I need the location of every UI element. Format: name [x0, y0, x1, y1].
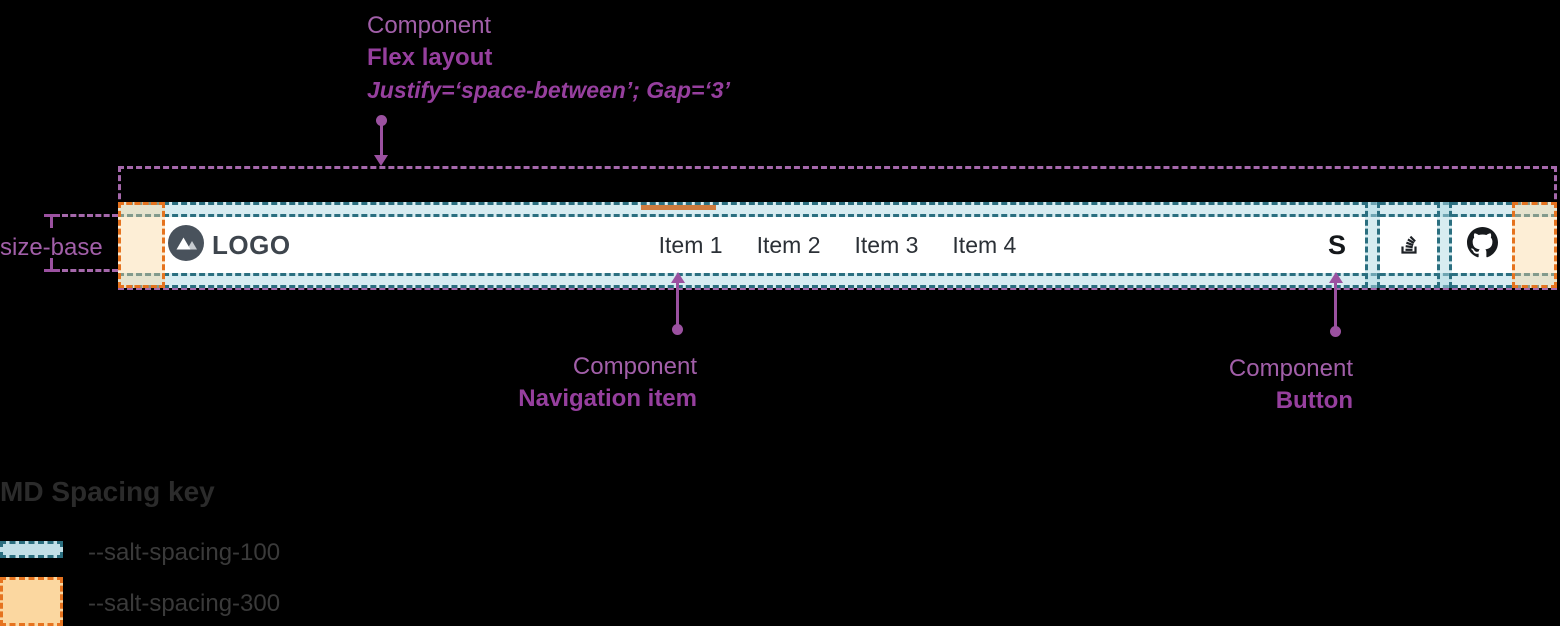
github-button[interactable] — [1452, 202, 1512, 288]
nav-item-annotation-line — [676, 282, 679, 326]
nav-item-annotation-arrowhead-icon — [671, 272, 685, 283]
annotation-subtitle: Flex layout — [367, 44, 493, 71]
flex-layout-annotation: Component Flex layout Justify=‘space-bet… — [367, 10, 730, 106]
spacing-100-swatch — [0, 541, 63, 558]
spacing-100-token-label: --salt-spacing-100 — [88, 539, 281, 566]
nav-item-3[interactable]: Item 3 — [854, 231, 919, 258]
stackoverflow-button[interactable] — [1380, 202, 1437, 288]
active-item-indicator — [641, 205, 716, 210]
size-base-tick-bottom-stem — [50, 258, 53, 272]
spacing-100-strip-top — [118, 202, 1557, 217]
logo-text: LOGO — [212, 229, 291, 260]
button-annotation-arrowhead-icon — [1329, 272, 1343, 283]
size-base-tick-top-stem — [50, 214, 53, 228]
nav-item-1[interactable]: Item 1 — [658, 231, 723, 258]
annotation-detail: Justify=‘space-between’; Gap=‘3’ — [367, 77, 731, 103]
nav-item-annotation: Component Navigation item — [518, 351, 697, 415]
spacing-300-block-right — [1512, 202, 1557, 288]
flex-annotation-line — [380, 124, 383, 157]
nav-item-annotation-dot — [672, 324, 683, 335]
spacing-300-block-left — [118, 202, 165, 288]
size-base-dash-top — [62, 214, 118, 217]
nav-item-2[interactable]: Item 2 — [756, 231, 821, 258]
stackoverflow-icon — [1396, 230, 1422, 261]
flex-annotation-arrowhead-icon — [374, 155, 388, 166]
github-icon — [1466, 227, 1498, 263]
logo[interactable]: LOGO — [168, 217, 291, 273]
legend-title: MD Spacing key — [0, 476, 215, 507]
annotation-title: Component — [367, 12, 492, 39]
annotation-title: Component — [1228, 355, 1353, 382]
spacing-100-strip-gap-2 — [1437, 202, 1452, 288]
spacing-100-strip-gap-1 — [1365, 202, 1380, 288]
button-annotation-dot — [1330, 326, 1341, 337]
app-header: LOGO Item 1 Item 2 Item 3 Item 4 S — [118, 202, 1557, 288]
button-annotation: Component Button — [1229, 353, 1353, 417]
annotation-subtitle: Navigation item — [518, 385, 697, 412]
spacing-100-strip-bottom — [118, 273, 1557, 288]
mountain-logo-icon — [168, 224, 204, 266]
annotation-subtitle: Button — [1275, 387, 1353, 414]
nav-item-4[interactable]: Item 4 — [952, 231, 1017, 258]
button-annotation-line — [1334, 282, 1337, 328]
flex-annotation-dot — [376, 115, 387, 126]
size-base-tick-bottom — [44, 269, 60, 272]
size-base-dash-bottom — [62, 269, 118, 272]
s-logo-button[interactable]: S — [1309, 202, 1365, 288]
annotation-title: Component — [572, 353, 697, 380]
size-base-label: size-base — [0, 234, 103, 261]
navigation-items: Item 1 Item 2 Item 3 Item 4 — [118, 217, 1557, 273]
s-logo-icon: S — [1327, 229, 1346, 260]
spacing-300-swatch — [0, 577, 63, 626]
spacing-300-token-label: --salt-spacing-300 — [88, 590, 281, 617]
